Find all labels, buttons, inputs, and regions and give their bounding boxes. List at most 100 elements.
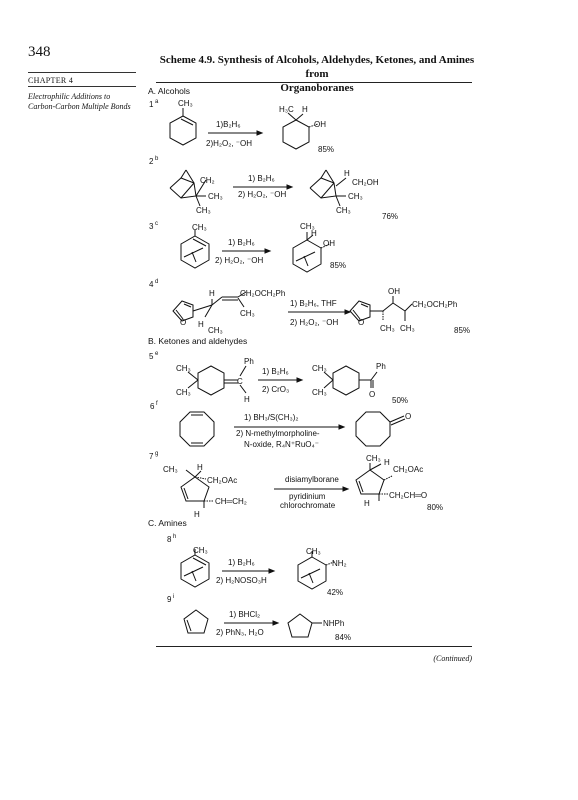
entry-5-h: H <box>244 395 250 404</box>
entry-3: 3 c CH₃ 1) B₂H₆ 2) H₂O₂, ⁻OH CH₃ H OH 85… <box>149 221 346 273</box>
entry-5-footnote: e <box>155 351 159 357</box>
entry-8-arrowhead <box>268 568 276 574</box>
entry-2-h: H <box>344 169 350 178</box>
entry-8-ch3: CH₃ <box>193 546 208 555</box>
entry-5-arrowhead <box>296 377 304 383</box>
chapter-label: CHAPTER 4 <box>28 76 74 85</box>
entry-4-ch3-prod-b: CH₃ <box>400 324 415 333</box>
entry-2-reagent1: 1) B₂H₆ <box>248 174 275 183</box>
entry-4-o: O <box>180 318 186 327</box>
entry-5-ch3-prod-b: CH₃ <box>312 388 327 397</box>
bottom-rule <box>156 646 472 647</box>
entry-9-product: NHPh <box>287 613 344 638</box>
entry-5-number: 5 <box>149 352 154 361</box>
entry-7: 7 g CH₃ H CH₂OAc CH═CH₂ H disiamylborane… <box>149 451 443 519</box>
section-c-heading: C. Amines <box>148 518 187 528</box>
entry-9-footnote: i <box>173 594 174 600</box>
entry-4-oh: OH <box>388 287 400 296</box>
entry-5-ph-prod: Ph <box>376 362 386 371</box>
entry-7-ch2oac: CH₂OAc <box>207 476 237 485</box>
entry-3-yield: 85% <box>330 261 346 270</box>
scheme-title-line1: Scheme 4.9. Synthesis of Alcohols, Aldeh… <box>159 54 475 80</box>
entry-4-yield: 85% <box>454 326 470 335</box>
title-rule <box>156 82 472 83</box>
entry-6-footnote: f <box>156 401 158 407</box>
entry-3-ch3-prod: CH₃ <box>300 222 315 231</box>
entry-2-reactant: CH₂ CH₃ CH₃ <box>169 169 223 215</box>
page-number: 348 <box>28 44 51 60</box>
entry-2-ch3-a-prod: CH₃ <box>348 192 363 201</box>
entry-5-o: O <box>369 390 375 399</box>
entry-8-number: 8 <box>167 535 172 544</box>
entry-4-ch3-a: CH₃ <box>240 309 255 318</box>
entry-6-product: O <box>355 411 411 447</box>
entry-2-arrowhead <box>286 184 294 190</box>
entry-8-ch3-prod: CH₃ <box>306 547 321 556</box>
entry-5-c: C <box>237 377 243 386</box>
entry-1-arrowhead <box>256 130 264 136</box>
entry-5: 5 e CH₃ CH₃ C Ph H 1) B₂H₆ 2) CrO₃ <box>149 351 408 405</box>
entry-6: 6 f 1) BH₃/S(CH₃)₂ 2) N-methylmorpholine… <box>150 401 411 449</box>
entry-7-footnote: g <box>155 451 158 457</box>
entry-1: 1 a CH₃ 1)B₂H₆ 2)H₂O₂, ⁻OH H₃C H OH 85% <box>149 99 334 154</box>
entry-3-ch3: CH₃ <box>192 223 207 232</box>
entry-7-yield: 80% <box>427 503 443 512</box>
entry-9-reagent1: 1) BHCl₂ <box>229 610 260 619</box>
entry-7-h-top-prod: H <box>384 458 390 467</box>
entry-1-ch3: CH₃ <box>178 99 193 108</box>
entry-4-h-bottom: H <box>198 320 204 329</box>
entry-4-footnote: d <box>155 279 158 285</box>
entry-9-number: 9 <box>167 595 172 604</box>
entry-2-product: H CH₂OH CH₃ CH₃ <box>309 169 379 215</box>
section-a-heading: A. Alcohols <box>148 86 191 96</box>
entry-5-reagent1: 1) B₂H₆ <box>262 367 289 376</box>
entry-4-ch3-prod-a: CH₃ <box>380 324 395 333</box>
entry-2: 2 b CH₂ CH₃ CH₃ 1) B₂H₆ 2) H₂O₂, ⁻OH H <box>149 156 398 221</box>
entry-5-ph: Ph <box>244 357 254 366</box>
entry-4: 4 d O H CH₂OCH₂Ph CH₃ H CH₃ 1) B₂H₆, THF… <box>149 279 470 335</box>
entry-5-ch3-a: CH₃ <box>176 364 191 373</box>
entry-1-reactant: CH₃ <box>169 99 197 146</box>
entry-5-reactant: CH₃ CH₃ C Ph H <box>176 357 254 404</box>
chapter-rule-top <box>28 72 136 73</box>
entry-4-product: O OH CH₂OCH₂Ph CH₃ CH₃ <box>349 287 457 333</box>
entry-8-product: CH₃ NH₂ <box>297 547 347 590</box>
entry-1-oh: OH <box>314 120 326 129</box>
entry-1-number: 1 <box>149 100 154 109</box>
entry-4-ch2och2ph-prod: CH₂OCH₂Ph <box>412 300 457 309</box>
entry-1-h: H <box>302 105 308 114</box>
entry-7-reactant: CH₃ H CH₂OAc CH═CH₂ H <box>163 463 247 519</box>
entry-6-reagent2: 2) N-methylmorpholine- <box>236 429 320 438</box>
entry-7-number: 7 <box>149 452 154 461</box>
entry-9-reagent2: 2) PhN₃, H₂O <box>216 628 264 637</box>
entry-4-h-top: H <box>209 289 215 298</box>
entry-5-ch3-prod-a: CH₃ <box>312 364 327 373</box>
entry-3-oh: OH <box>323 239 335 248</box>
entry-3-product: CH₃ H OH <box>292 222 335 273</box>
entry-5-ch3-b: CH₃ <box>176 388 191 397</box>
entry-8-reagent1: 1) B₂H₆ <box>228 558 255 567</box>
entry-9-yield: 84% <box>335 633 351 642</box>
continued-note: (Continued) <box>433 654 472 663</box>
entry-7-reagent2: pyridinium <box>289 492 326 501</box>
entry-1-yield: 85% <box>318 145 334 154</box>
entry-2-yield: 76% <box>382 212 398 221</box>
entry-3-h: H <box>311 229 317 238</box>
entry-8-yield: 42% <box>327 588 343 597</box>
entry-2-ch2oh: CH₂OH <box>352 178 379 187</box>
entry-2-ch3-b-prod: CH₃ <box>336 206 351 215</box>
entry-2-ch3-b: CH₃ <box>196 206 211 215</box>
entry-8-reagent2: 2) H₂NOSO₃H <box>216 576 267 585</box>
entry-4-number: 4 <box>149 280 154 289</box>
entry-7-h-bottom-prod: H <box>364 499 370 508</box>
entry-6-reagent3: N-oxide, R₄N⁺RuO₄⁻ <box>244 440 319 449</box>
entry-7-ch3-prod: CH₃ <box>366 454 381 463</box>
entry-5-product: CH₃ CH₃ Ph O <box>312 362 386 399</box>
entry-4-ch3-b: CH₃ <box>208 326 223 335</box>
entry-2-reagent2: 2) H₂O₂, ⁻OH <box>238 190 286 199</box>
chapter-rule-bottom <box>28 86 136 87</box>
entry-5-reagent2: 2) CrO₃ <box>262 385 289 394</box>
entry-8-footnote: h <box>173 534 176 540</box>
section-b-heading: B. Ketones and aldehydes <box>148 336 248 346</box>
